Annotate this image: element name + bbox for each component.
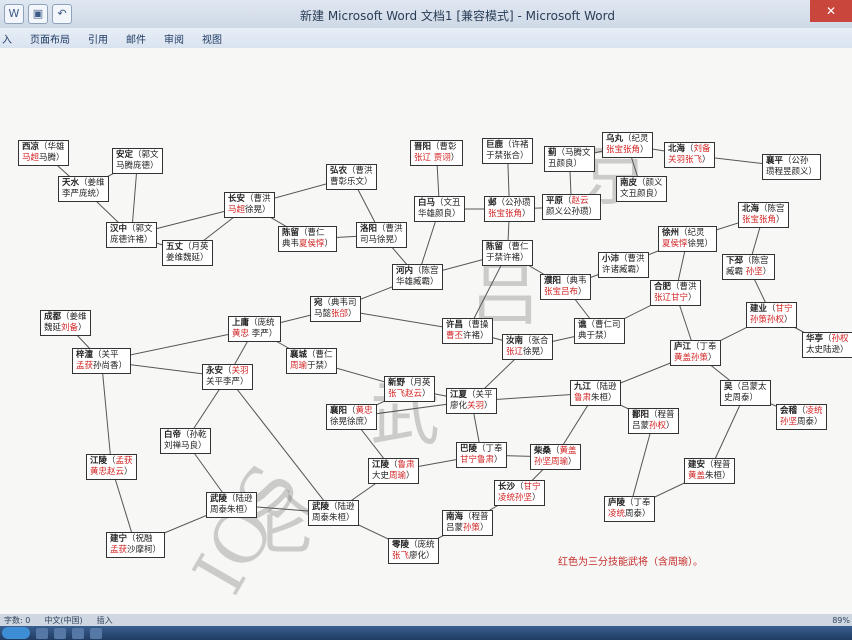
city-node-ye: 邺（公孙瓒张宝张角） [484,196,535,222]
city-node-huayin: 华亭（孙权太史陆逊） [802,332,852,358]
city-node-luoyang: 洛阳（曹洪司马徐晃） [356,222,407,248]
city-node-jiujiang: 九江（陆逊鲁肃朱桓） [570,380,621,406]
city-node-ji: 蓟（马腾文丑颜良） [544,146,595,172]
tab-insert[interactable]: 入 [2,34,12,46]
edge-poyang-luling [629,420,654,510]
city-node-lujiang: 庐江（丁奉黄盖孙策） [670,340,721,366]
document-page[interactable]: IOS 仑 武 吕 京 西凉（华雄马超马腾）安定（郭文马腾庞德）天水（姜维李严庞… [0,48,852,614]
city-node-kuaiji: 会稽（凌统孙坚周泰） [776,404,827,430]
tab-page-layout[interactable]: 页面布局 [30,34,70,46]
status-bar: 字数: 0 中文(中国) 插入 89% [0,614,852,626]
tab-view[interactable]: 视图 [202,34,222,46]
tab-mailings[interactable]: 邮件 [126,34,146,46]
city-node-xiangyang: 襄阳（黄忠徐晃徐庶） [326,404,377,430]
city-node-runan: 汝南（张合张辽徐晃） [502,334,553,360]
city-node-zitong: 梓潼（关平孟获孙尚香） [72,348,132,374]
city-node-xinye: 新野（月英张飞赵云） [384,376,435,402]
city-node-tianshui: 天水（姜维李严庞统） [58,176,109,202]
city-node-julu: 巨鹿（许褚于禁张合） [482,138,533,164]
edge-zitong-jianling [101,360,112,468]
city-node-wuling2: 武陵（陆逊周泰朱桓） [308,500,359,526]
insert-mode[interactable]: 插入 [96,615,113,625]
city-node-jianye: 建业（甘宁孙策孙权） [746,302,797,328]
city-node-puyang: 濮阳（典韦张宝吕布） [540,274,591,300]
city-node-chengdu: 成都（姜维魏延刘备） [40,310,91,336]
city-node-xuchang: 许昌（曹操曹丕许褚） [442,318,493,344]
city-node-wuzhang: 五丈（月英姜维魏延） [162,240,213,266]
city-node-yongan: 永安（关羽关平李严） [202,364,253,390]
tab-review[interactable]: 审阅 [164,34,184,46]
taskbar [0,626,852,640]
city-node-xuzhou: 徐州（纪灵夏侯惇徐晃） [658,226,718,252]
city-node-chaisang: 柴桑（黄盖孙坚周瑜） [530,444,581,470]
city-node-wan: 宛（典韦司马懿张郃） [310,296,361,322]
window-title: 新建 Microsoft Word 文档1 [兼容模式] - Microsoft… [300,9,615,23]
city-node-luling: 庐陵（丁奉凌统周泰） [604,496,655,522]
language-indicator[interactable]: 中文(中国) [44,615,83,625]
city-node-jianling: 江陵（孟获黄忠赵云） [86,454,137,480]
city-node-wuling: 武陵（陆逊周泰朱桓） [206,492,257,518]
city-node-hanzhong: 汉中（郭文庞德许褚） [106,222,157,248]
ribbon-tabs: 入 页面布局 引用 邮件 审阅 视图 [0,28,852,49]
city-node-nanpi: 南皮（颜义文丑颜良） [616,176,667,202]
taskbar-item-2[interactable] [54,627,66,639]
city-node-beihai2: 北海（陈宫张宝张角） [738,202,789,228]
city-node-xiaopei: 小沛（曹洪许诸臧霸） [598,252,649,278]
taskbar-item-1[interactable] [36,627,48,639]
save-icon[interactable]: ▣ [28,4,48,24]
city-node-jianning: 建宁（祝融孟获沙摩柯） [106,532,166,558]
close-button[interactable]: ✕ [810,0,852,22]
city-node-jiangxia: 江夏（关平廖化关羽） [446,388,497,414]
office-button[interactable]: W [4,4,24,24]
connection-lines [43,144,828,552]
title-bar: W ▣ ↶ 新建 Microsoft Word 文档1 [兼容模式] - Mic… [0,0,852,29]
city-node-chenliu: 陈留（曹仁典韦夏侯惇） [278,226,338,252]
city-node-hongnong: 弘农（曹洪曹彰乐文） [326,164,377,190]
city-node-xiangcheng: 襄城（曹仁周瑜于禁） [286,348,337,374]
taskbar-item-word[interactable] [72,627,84,639]
city-node-wuwan: 乌丸（纪灵张宝张角） [602,132,653,158]
city-node-jianan: 建安（程普黄盖朱桓） [684,458,735,484]
city-node-shangyong: 上庸（庞统黄忠 李严） [228,316,282,342]
city-node-changan: 长安（曹洪马超徐晃） [224,192,275,218]
city-node-hefei: 合肥（曹洪张辽甘宁） [650,280,701,306]
word-count[interactable]: 字数: 0 [4,615,31,625]
city-node-baima: 白马（文丑华雄颜良） [414,196,465,222]
city-node-baidi: 白帝（孙乾刘禅马良） [160,428,211,454]
undo-icon[interactable]: ↶ [52,4,72,24]
city-node-chenliu2: 陈留（曹仁于禁许褚） [482,240,533,266]
edge-yongan-wuling2 [227,376,334,514]
city-node-jiangling2: 江陵（鲁肃大史周瑜） [368,458,419,484]
city-node-wu: 吴（吕蒙太史周泰） [720,380,771,406]
city-node-henei: 河内（陈宫华雄臧霸） [392,264,443,290]
tab-references[interactable]: 引用 [88,34,108,46]
city-node-jinyang: 晋阳（曹彰张辽 贾诩） [410,140,464,166]
legend-note: 红色为三分技能武将（含周瑜）。 [558,557,703,568]
city-node-qiao: 谯（曹仁司典于禁） [574,318,625,344]
city-node-baqiu: 巴陵（丁奉甘宁鲁肃） [456,442,507,468]
city-node-xiapi: 下邳（陈宫臧霸 孙坚） [722,254,776,280]
city-node-xiliang: 西凉（华雄马超马腾） [18,140,69,166]
city-node-beihai: 北海（刘备关羽张飞） [664,142,715,168]
city-node-xiangping: 襄平（公孙瓒程昱颜义） [762,154,822,180]
city-node-poyang: 鄱阳（程普吕蒙孙权） [628,408,679,434]
city-node-changsha: 长沙（甘宁凌统孙坚） [494,480,545,506]
city-node-pingyuan: 平原（赵云颜义公孙瓒） [542,194,602,220]
taskbar-item-4[interactable] [90,627,102,639]
quick-access-toolbar: W ▣ ↶ [4,4,72,24]
city-node-lingling: 零陵（庞统张飞廖化） [388,538,439,564]
city-node-anding: 安定（郭文马腾庞德） [112,148,163,174]
start-button[interactable] [2,627,30,639]
zoom-level[interactable]: 89% [832,615,850,625]
city-node-nanhai: 南海（程普吕蒙孙策） [442,510,493,536]
